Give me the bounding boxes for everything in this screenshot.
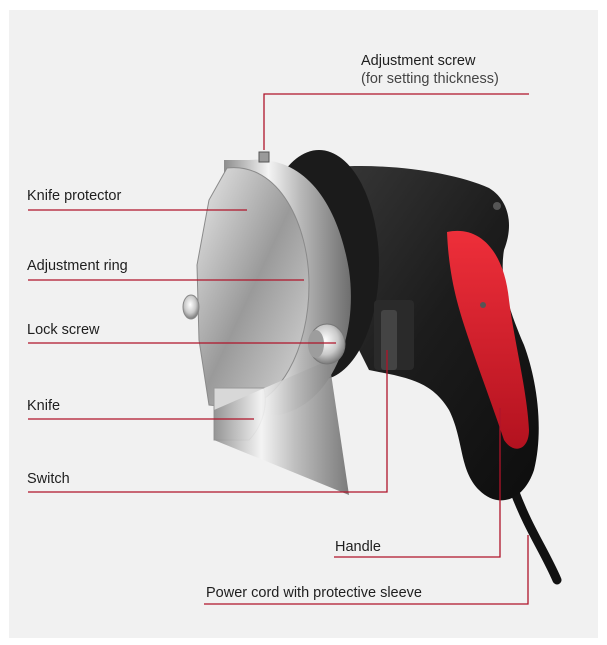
- screw-dot: [480, 302, 486, 308]
- label-lock-screw: Lock screw: [27, 322, 100, 338]
- front-guard-plate: [214, 360, 349, 495]
- electric-kebab-knife-illustration: [28, 93, 562, 605]
- label-knife: Knife: [27, 398, 61, 414]
- label-switch: Switch: [27, 471, 70, 487]
- label-adjustment-ring: Adjustment ring: [27, 258, 128, 274]
- label-adjustment-screw-note: (for setting thickness): [361, 71, 499, 87]
- leader-adjustment-screw: [263, 93, 529, 150]
- side-knob: [182, 294, 200, 320]
- leader-switch: [28, 350, 388, 493]
- label-adjustment-screw: Adjustment screw: [361, 53, 476, 69]
- lock-screw-base: [308, 330, 324, 358]
- leader-lines: [28, 93, 529, 605]
- switch-trigger: [381, 310, 397, 370]
- adjustment-screw: [258, 151, 270, 163]
- leader-handle: [334, 408, 501, 558]
- leader-power-cord: [204, 535, 529, 605]
- label-knife-protector: Knife protector: [27, 188, 122, 204]
- label-handle: Handle: [335, 539, 381, 555]
- handle-red-grip: [447, 230, 529, 449]
- label-power-cord: Power cord with protective sleeve: [206, 585, 422, 601]
- product-diagram: Adjustment screw (for setting thickness)…: [9, 10, 598, 638]
- power-cord: [509, 485, 562, 585]
- screw-dot: [493, 202, 501, 210]
